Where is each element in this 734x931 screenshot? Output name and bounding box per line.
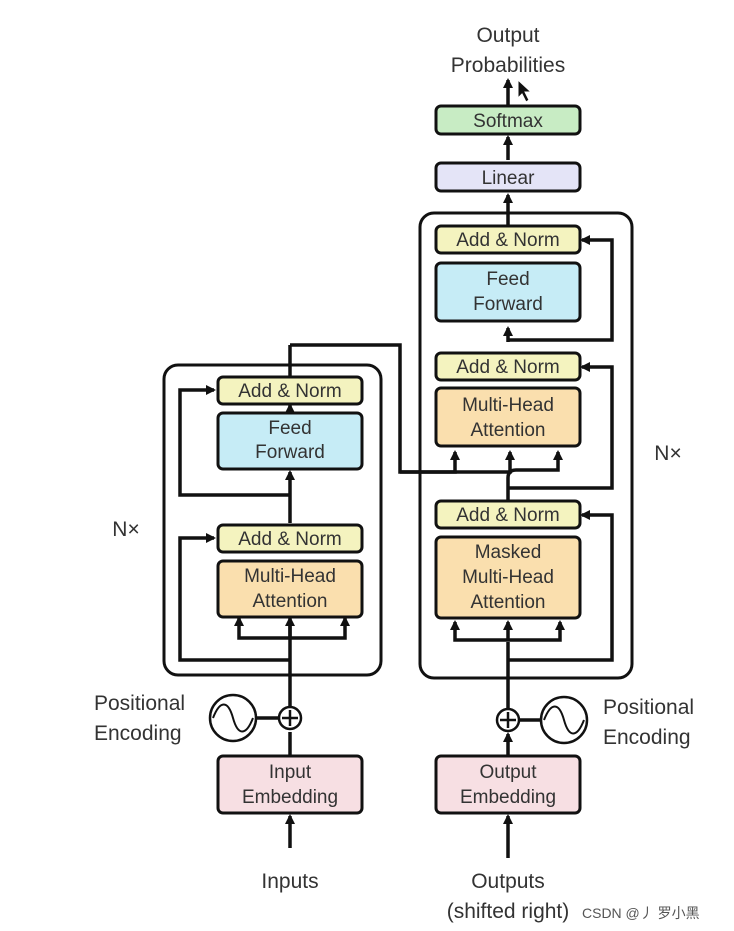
decoder-add-norm-bottom-label: Add & Norm xyxy=(456,505,559,526)
decoder-positional-line1: Positional xyxy=(603,696,694,719)
outputs-label-line1: Outputs xyxy=(471,870,545,893)
encoder-feed-forward-line2: Forward xyxy=(255,442,325,463)
decoder-add-norm-bottom xyxy=(434,499,582,530)
decoder-cross-attention-box xyxy=(434,386,582,448)
encoder-add-norm-bottom-label: Add & Norm xyxy=(238,529,341,550)
encoder-add-icon xyxy=(277,705,303,731)
decoder-add-icon xyxy=(495,707,521,733)
encoder-feed-forward-line1: Feed xyxy=(268,418,311,439)
outputs-label-line2: (shifted right) xyxy=(447,900,570,923)
cursor-icon xyxy=(517,78,533,103)
decoder-add-norm-mid-label: Add & Norm xyxy=(456,357,559,378)
decoder-feed-forward-line2: Forward xyxy=(473,294,543,315)
decoder-nx-label: N× xyxy=(654,442,681,465)
decoder-add-norm-top-label: Add & Norm xyxy=(456,230,559,251)
connection-lines xyxy=(178,78,614,858)
encoder-positional-line1: Positional xyxy=(94,692,185,715)
output-embedding-box xyxy=(434,754,582,815)
decoder-feed-forward-box xyxy=(434,261,582,323)
softmax-box xyxy=(434,104,582,136)
encoder-add-norm-bottom xyxy=(216,523,364,554)
decoder-feed-forward-line1: Feed xyxy=(486,269,529,290)
input-embedding-line1: Input xyxy=(269,762,312,783)
decoder-masked-attention-box xyxy=(434,535,582,620)
decoder-add-norm-top xyxy=(434,224,582,255)
output-embedding-line1: Output xyxy=(479,762,537,783)
encoder-sine-wave-icon xyxy=(208,693,258,743)
encoder-add-norm-top xyxy=(216,375,364,406)
input-embedding-line2: Embedding xyxy=(242,787,338,808)
decoder-masked-attention-line2: Multi-Head xyxy=(462,567,554,588)
output-embedding-line2: Embedding xyxy=(460,787,556,808)
encoder-attention-line1: Multi-Head xyxy=(244,566,336,587)
output-probabilities-line1: Output xyxy=(476,24,539,47)
encoder-frame xyxy=(162,363,383,677)
decoder-masked-attention-line3: Attention xyxy=(471,592,546,613)
inputs-label: Inputs xyxy=(261,870,318,893)
decoder-cross-attention-line1: Multi-Head xyxy=(462,395,554,416)
encoder-attention-line2: Attention xyxy=(253,591,328,612)
decoder-sine-wave-icon xyxy=(539,695,589,745)
softmax-label: Softmax xyxy=(473,111,543,132)
decoder-frame xyxy=(418,211,634,680)
linear-box xyxy=(434,161,582,193)
encoder-add-norm-top-label: Add & Norm xyxy=(238,381,341,402)
encoder-feed-forward-box xyxy=(216,411,364,471)
output-probabilities-line2: Probabilities xyxy=(451,54,565,77)
decoder-positional-line2: Encoding xyxy=(603,726,691,749)
input-embedding-box xyxy=(216,754,364,815)
decoder-cross-attention-line2: Attention xyxy=(471,420,546,441)
watermark: CSDN @丿 罗小黑 xyxy=(582,905,700,921)
encoder-attention-box xyxy=(216,559,364,619)
decoder-masked-attention-line1: Masked xyxy=(475,542,542,563)
decoder-add-norm-mid xyxy=(434,351,582,382)
encoder-nx-label: N× xyxy=(112,518,139,541)
encoder-positional-line2: Encoding xyxy=(94,722,182,745)
linear-label: Linear xyxy=(482,168,535,189)
